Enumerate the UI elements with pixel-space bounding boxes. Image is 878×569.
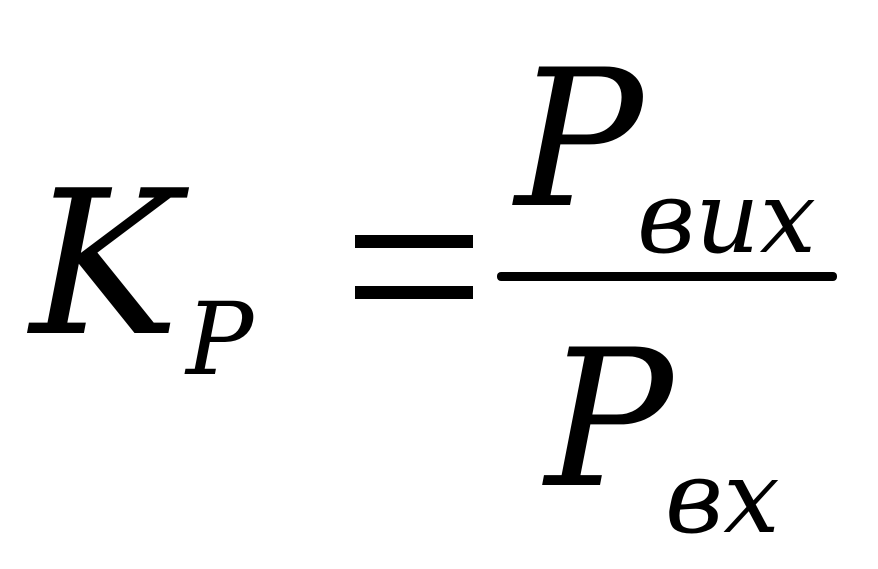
lhs-symbol: K (30, 148, 180, 381)
denominator-subscript: вх (665, 439, 780, 556)
equals-bar-bottom (355, 286, 473, 299)
fraction-bar (497, 272, 837, 281)
equals-sign (355, 235, 473, 299)
lhs-subscript: P (186, 281, 254, 398)
numerator-symbol: P (515, 29, 643, 250)
equals-bar-top (355, 235, 473, 248)
numerator-subscript: вих (637, 159, 817, 276)
denominator-symbol: P (545, 309, 673, 530)
